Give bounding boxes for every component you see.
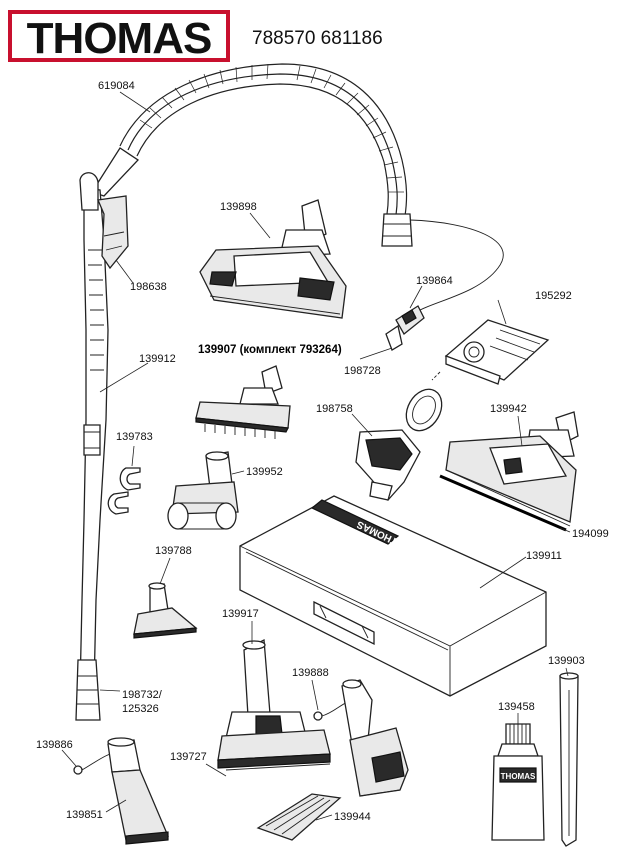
label-139898: 139898 [220, 201, 257, 213]
label-139783: 139783 [116, 431, 153, 443]
crevice-long-drawing [559, 672, 579, 847]
label-139917: 139917 [222, 608, 259, 620]
bag-holder-drawing [355, 388, 443, 502]
label-139942: 139942 [490, 403, 527, 415]
bottle-logo: THOMAS [501, 772, 536, 781]
clips-drawing [107, 467, 141, 515]
label-198732: 198732/ [122, 689, 163, 701]
logo-text: THOMAS [27, 14, 212, 63]
label-198728: 198728 [344, 365, 381, 377]
filter-pad-drawing [256, 793, 342, 841]
label-125326: 125326 [122, 703, 159, 715]
label-139886: 139886 [36, 739, 73, 751]
label-195292: 195292 [535, 290, 572, 302]
label-139864: 139864 [416, 275, 453, 287]
spray-nozzle-drawing [217, 638, 331, 771]
label-194099: 194099 [572, 528, 609, 540]
label-139952: 139952 [246, 466, 283, 478]
case-drawing: THOMAS [239, 495, 547, 697]
hand-nozzle-drawing [73, 737, 169, 845]
shampoo-bottle-drawing: THOMAS [491, 723, 545, 841]
leader-lines [61, 91, 571, 821]
floor-brush-drawing [439, 411, 579, 532]
part-labels: 619084 198638 139898 139864 195292 13991… [36, 80, 609, 823]
turbo-brush-drawing [199, 199, 347, 319]
bag-drawing [431, 319, 550, 385]
crevice-small-drawing [133, 582, 198, 639]
label-198758: 198758 [316, 403, 353, 415]
label-139851: 139851 [66, 809, 103, 821]
hose-drawing [119, 63, 504, 311]
washer-nozzle-drawing [341, 679, 409, 797]
label-139907: 139907 (комплект 793264) [198, 344, 342, 356]
label-139903: 139903 [548, 655, 585, 667]
label-139727: 139727 [170, 751, 207, 763]
upholstery-nozzle-drawing [167, 451, 239, 530]
thomas-logo: THOMAS [8, 10, 230, 63]
label-619084: 619084 [98, 80, 135, 92]
label-139944: 139944 [334, 811, 371, 823]
label-139912: 139912 [139, 353, 176, 365]
label-139911: 139911 [526, 550, 562, 562]
valve-drawing [385, 305, 425, 351]
label-139788: 139788 [155, 545, 192, 557]
label-198638: 198638 [130, 281, 167, 293]
parquet-brush-drawing [195, 365, 291, 439]
model-numbers: 788570 681186 [252, 28, 383, 49]
tube-drawing [75, 147, 140, 721]
label-139458: 139458 [498, 701, 535, 713]
label-139888: 139888 [292, 667, 329, 679]
